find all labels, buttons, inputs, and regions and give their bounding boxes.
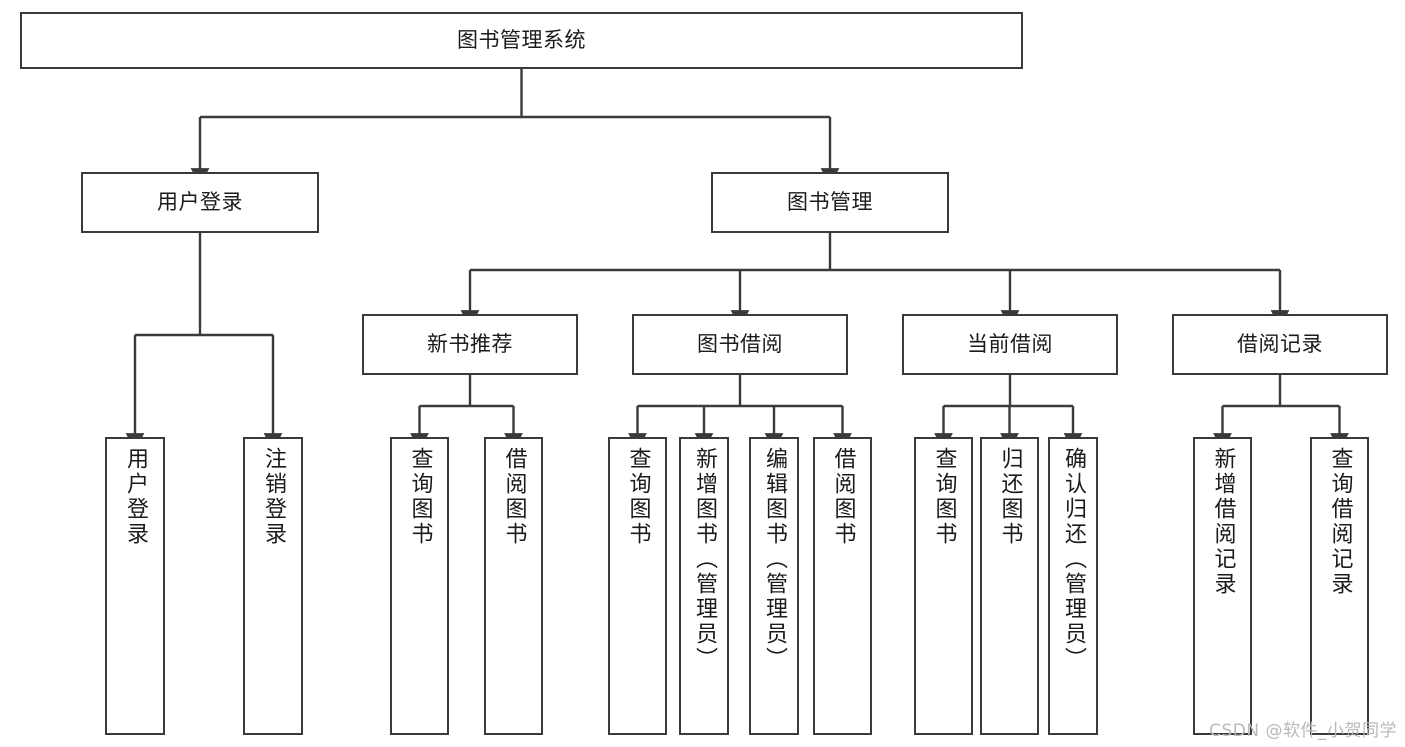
node-label: 编辑图书（管理员）	[762, 447, 787, 672]
node-leaf-query-book-borrow[interactable]: 查询图书	[608, 437, 667, 735]
node-leaf-edit-book-admin[interactable]: 编辑图书（管理员）	[749, 437, 799, 735]
node-label: 新增图书（管理员）	[692, 447, 717, 672]
node-label: 当前借阅	[967, 331, 1053, 356]
node-label: 借阅记录	[1237, 331, 1323, 356]
node-label: 用户登录	[123, 447, 148, 547]
node-leaf-add-book-admin[interactable]: 新增图书（管理员）	[679, 437, 729, 735]
node-leaf-add-borrow-record[interactable]: 新增借阅记录	[1193, 437, 1252, 735]
node-leaf-query-book-recommend[interactable]: 查询图书	[390, 437, 449, 735]
node-leaf-query-borrow-record[interactable]: 查询借阅记录	[1310, 437, 1369, 735]
node-label: 查询图书	[931, 447, 957, 547]
node-leaf-borrow-book[interactable]: 借阅图书	[813, 437, 872, 735]
node-label: 图书管理	[787, 189, 873, 214]
node-label: 查询图书	[625, 447, 651, 547]
node-label: 查询借阅记录	[1327, 447, 1353, 597]
node-label: 借阅图书	[501, 447, 527, 547]
node-user-login[interactable]: 用户登录	[81, 172, 319, 233]
node-label: 用户登录	[157, 189, 243, 214]
node-new-book-recommend[interactable]: 新书推荐	[362, 314, 578, 375]
node-label: 归还图书	[997, 447, 1023, 547]
node-label: 新增借阅记录	[1210, 447, 1236, 597]
node-label: 查询图书	[407, 447, 433, 547]
node-root-system[interactable]: 图书管理系统	[20, 12, 1023, 69]
node-current-borrow[interactable]: 当前借阅	[902, 314, 1118, 375]
node-leaf-query-book-current[interactable]: 查询图书	[914, 437, 973, 735]
node-book-management[interactable]: 图书管理	[711, 172, 949, 233]
node-leaf-borrow-book-recommend[interactable]: 借阅图书	[484, 437, 543, 735]
node-label: 新书推荐	[427, 331, 513, 356]
node-leaf-return-book[interactable]: 归还图书	[980, 437, 1039, 735]
node-label: 借阅图书	[830, 447, 856, 547]
node-borrow-record[interactable]: 借阅记录	[1172, 314, 1388, 375]
node-leaf-user-login[interactable]: 用户登录	[105, 437, 165, 735]
node-book-borrow[interactable]: 图书借阅	[632, 314, 848, 375]
node-label: 图书管理系统	[457, 27, 586, 52]
node-label: 确认归还（管理员）	[1061, 447, 1086, 672]
node-label: 图书借阅	[697, 331, 783, 356]
node-leaf-user-logout[interactable]: 注销登录	[243, 437, 303, 735]
node-label: 注销登录	[261, 447, 286, 547]
node-leaf-confirm-return-admin[interactable]: 确认归还（管理员）	[1048, 437, 1098, 735]
